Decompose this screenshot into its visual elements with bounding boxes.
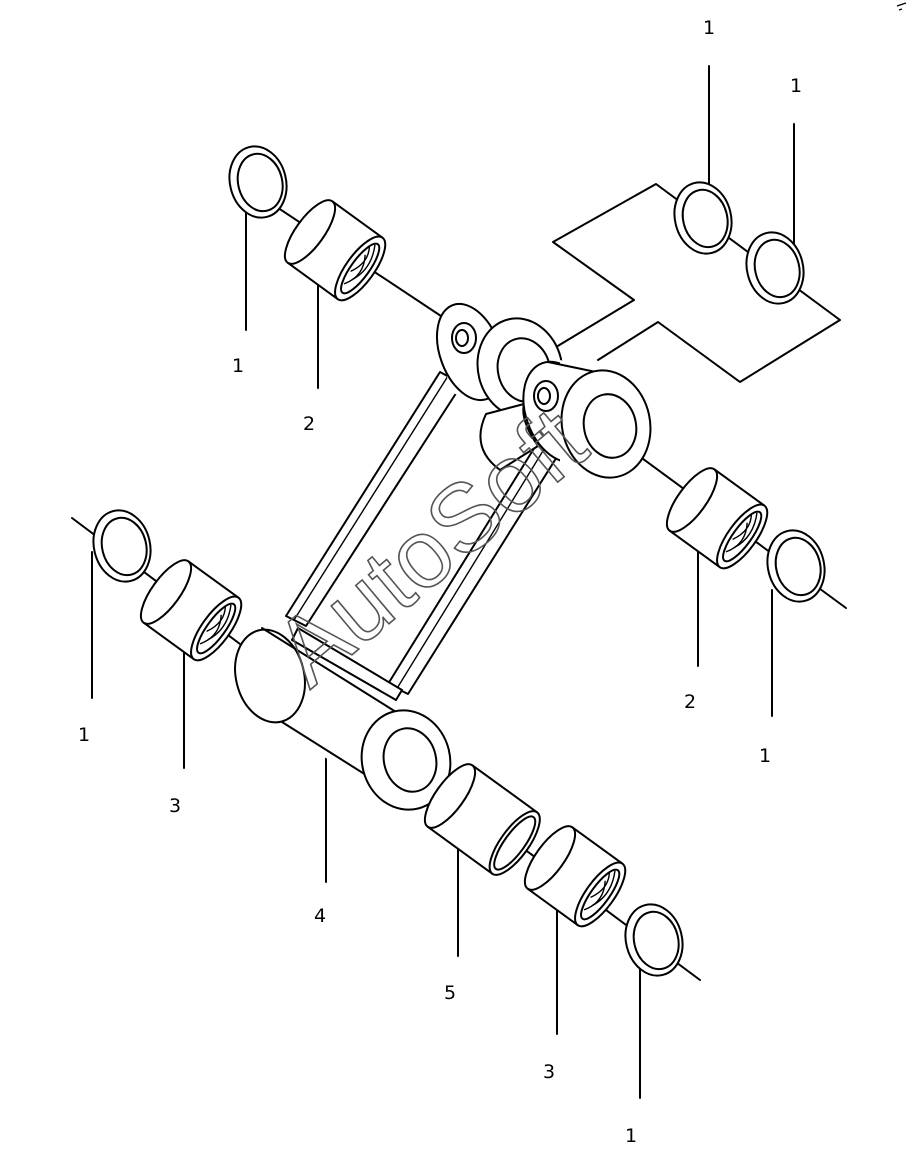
callout-2-right: 2 xyxy=(684,691,696,713)
bushing-upper-left xyxy=(275,192,395,309)
callout-1-left: 1 xyxy=(78,724,90,746)
bushing-left xyxy=(131,552,251,669)
plain-sleeve xyxy=(423,763,541,876)
link-body xyxy=(234,302,652,811)
callout-1-right: 1 xyxy=(759,745,771,767)
callout-1-top: 1 xyxy=(703,17,715,39)
callout-labels: 1 1 1 2 1 3 4 2 1 5 3 1 xyxy=(78,17,802,1147)
callout-1-top-right: 1 xyxy=(790,75,802,97)
bushing-right xyxy=(657,460,777,577)
ring-right xyxy=(759,523,833,609)
upper-front-boss xyxy=(522,360,652,479)
main-tube xyxy=(234,627,452,811)
callout-1-bottom: 1 xyxy=(625,1125,637,1147)
callout-5: 5 xyxy=(444,982,456,1004)
callout-3-left: 3 xyxy=(169,795,181,817)
callout-1-upper-left: 1 xyxy=(232,355,244,377)
corner-mark xyxy=(896,2,907,11)
callout-4: 4 xyxy=(314,905,326,927)
ring-top-1 xyxy=(666,175,740,261)
callout-2-upper-left: 2 xyxy=(303,413,315,435)
ring-top-2 xyxy=(738,225,812,311)
ring-lower xyxy=(617,897,691,983)
callout-3-lower: 3 xyxy=(543,1061,555,1083)
